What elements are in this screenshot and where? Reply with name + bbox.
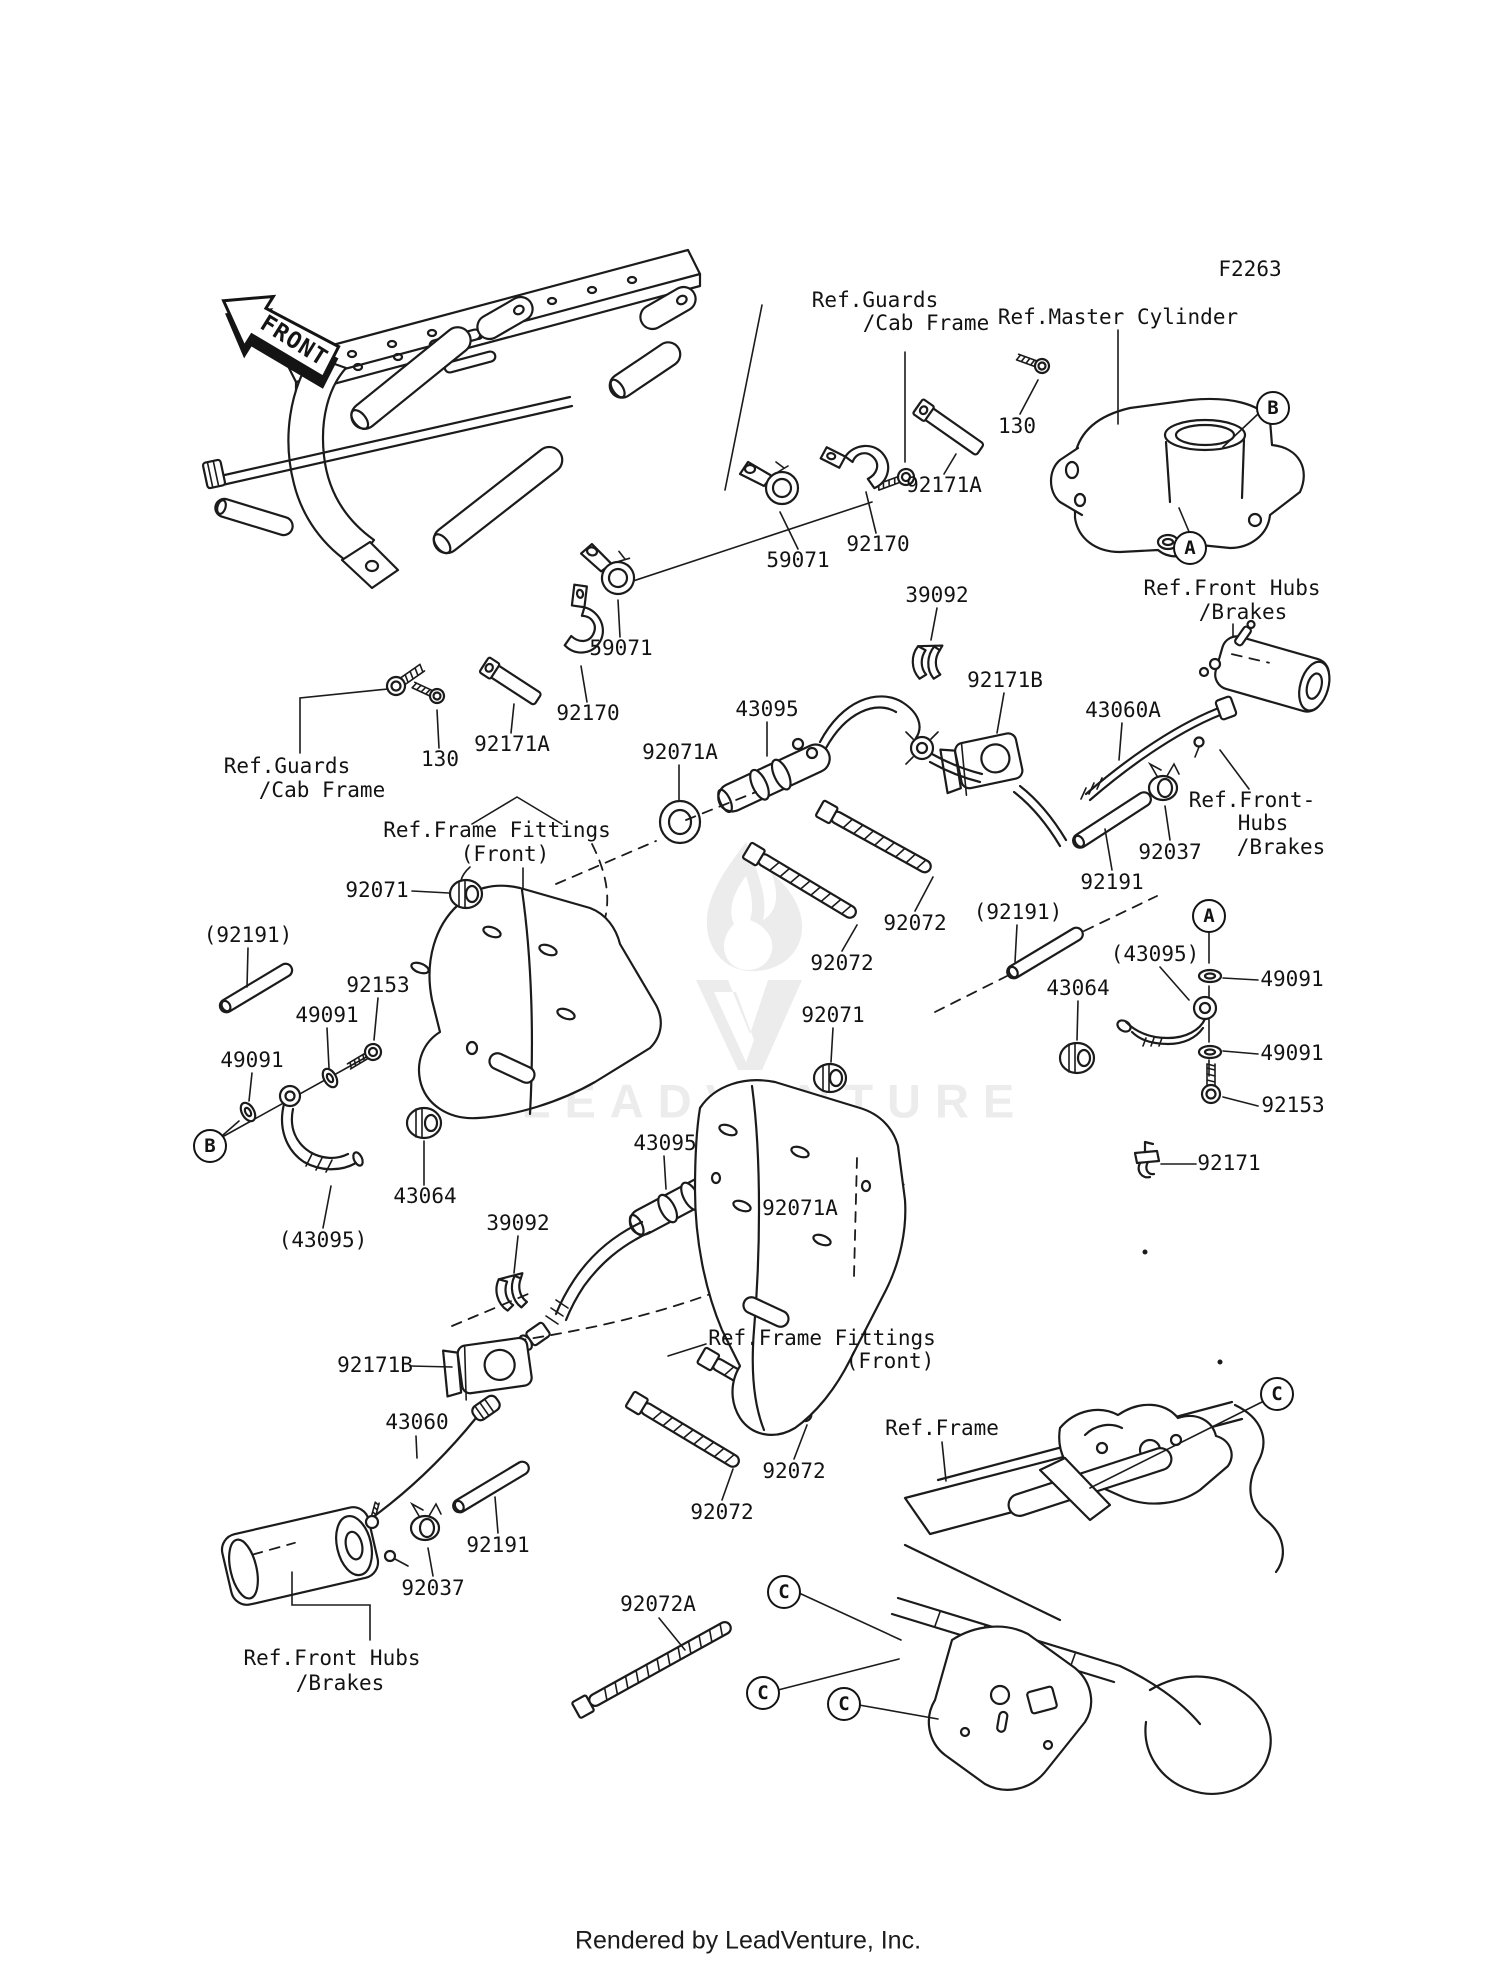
circled-ref-b: B: [1256, 391, 1290, 425]
part-label-43095: (43095): [278, 1228, 368, 1253]
part-label-reffronthubs: Ref.Front Hubs: [243, 1646, 421, 1671]
circled-ref-a: A: [1173, 531, 1207, 565]
part-label-92171a: 92171A: [906, 473, 982, 498]
part-label-43060a: 43060A: [1085, 698, 1161, 723]
master-cylinder-art: [1049, 397, 1305, 558]
part-label-92037: 92037: [401, 1576, 465, 1601]
circled-ref-c: C: [1260, 1377, 1294, 1411]
footer-credit: Rendered by LeadVenture, Inc.: [574, 1926, 922, 1955]
part-label-brakes: /Brakes: [295, 1671, 385, 1696]
circled-ref-c: C: [746, 1676, 780, 1710]
part-label-reffronthubs: Ref.Front Hubs: [1143, 576, 1321, 601]
part-label-59071: 59071: [589, 636, 653, 661]
part-label-92170: 92170: [846, 532, 910, 557]
part-label-refframefittings: Ref.Frame Fittings: [708, 1326, 936, 1351]
part-label-43095: 43095: [633, 1131, 697, 1156]
part-label-92171b: 92171B: [967, 668, 1043, 693]
part-label-reffront: Ref.Front-: [1188, 788, 1316, 813]
part-label-cabframe: /Cab Frame: [258, 778, 386, 803]
circled-ref-c: C: [767, 1575, 801, 1609]
part-label-49091: 49091: [220, 1048, 284, 1073]
part-label-brakes: /Brakes: [1198, 600, 1288, 625]
circled-ref-b: B: [193, 1129, 227, 1163]
part-label-92071a: 92071A: [642, 740, 718, 765]
part-label-130: 130: [421, 747, 459, 772]
part-label-92191: 92191: [1080, 870, 1144, 895]
part-label-43095: (43095): [1110, 942, 1200, 967]
part-label-92153: 92153: [346, 973, 410, 998]
part-label-92072: 92072: [690, 1500, 754, 1525]
part-label-92191: 92191: [466, 1533, 530, 1558]
part-label-59071: 59071: [766, 548, 830, 573]
part-label-brakes: /Brakes: [1236, 835, 1326, 860]
part-label-refguards: Ref.Guards: [811, 288, 939, 313]
part-label-92037: 92037: [1138, 840, 1202, 865]
part-label-43060: 43060: [385, 1410, 449, 1435]
part-label-refguards: Ref.Guards: [223, 754, 351, 779]
part-label-refframefittings: Ref.Frame Fittings: [383, 818, 611, 843]
part-label-refframe: Ref.Frame: [885, 1416, 999, 1441]
part-label-refmastercylinder: Ref.Master Cylinder: [997, 305, 1239, 330]
part-label-cabframe: /Cab Frame: [862, 311, 990, 336]
rear-frame-art: [890, 1359, 1284, 1795]
part-label-49091: 49091: [295, 1003, 359, 1028]
part-label-front: (Front): [460, 842, 550, 867]
part-label-49091: 49091: [1260, 1041, 1324, 1066]
part-label-92171b: 92171B: [337, 1353, 413, 1378]
part-label-92072a: 92072A: [620, 1592, 696, 1617]
part-label-92191: (92191): [973, 900, 1063, 925]
part-label-49091: 49091: [1260, 967, 1324, 992]
figure-code: F2263: [1218, 257, 1282, 281]
part-label-92170: 92170: [556, 701, 620, 726]
part-label-92153: 92153: [1261, 1093, 1325, 1118]
part-label-39092: 39092: [905, 583, 969, 608]
part-label-92171: 92171: [1197, 1151, 1261, 1176]
part-label-130: 130: [998, 414, 1036, 439]
part-label-92072: 92072: [810, 951, 874, 976]
circled-ref-c: C: [827, 1687, 861, 1721]
part-label-92071: 92071: [801, 1003, 865, 1028]
part-label-43064: 43064: [393, 1184, 457, 1209]
circled-ref-a: A: [1192, 899, 1226, 933]
part-label-hubs: Hubs: [1237, 811, 1289, 836]
part-label-front: (Front): [845, 1349, 935, 1374]
part-label-92191: (92191): [203, 923, 293, 948]
part-label-43095: 43095: [735, 697, 799, 722]
part-label-92072: 92072: [883, 911, 947, 936]
part-label-39092: 39092: [486, 1211, 550, 1236]
part-label-92071a: 92071A: [762, 1196, 838, 1221]
part-label-92071: 92071: [345, 878, 409, 903]
part-label-92072: 92072: [762, 1459, 826, 1484]
part-label-43064: 43064: [1046, 976, 1110, 1001]
part-label-92171a: 92171A: [474, 732, 550, 757]
